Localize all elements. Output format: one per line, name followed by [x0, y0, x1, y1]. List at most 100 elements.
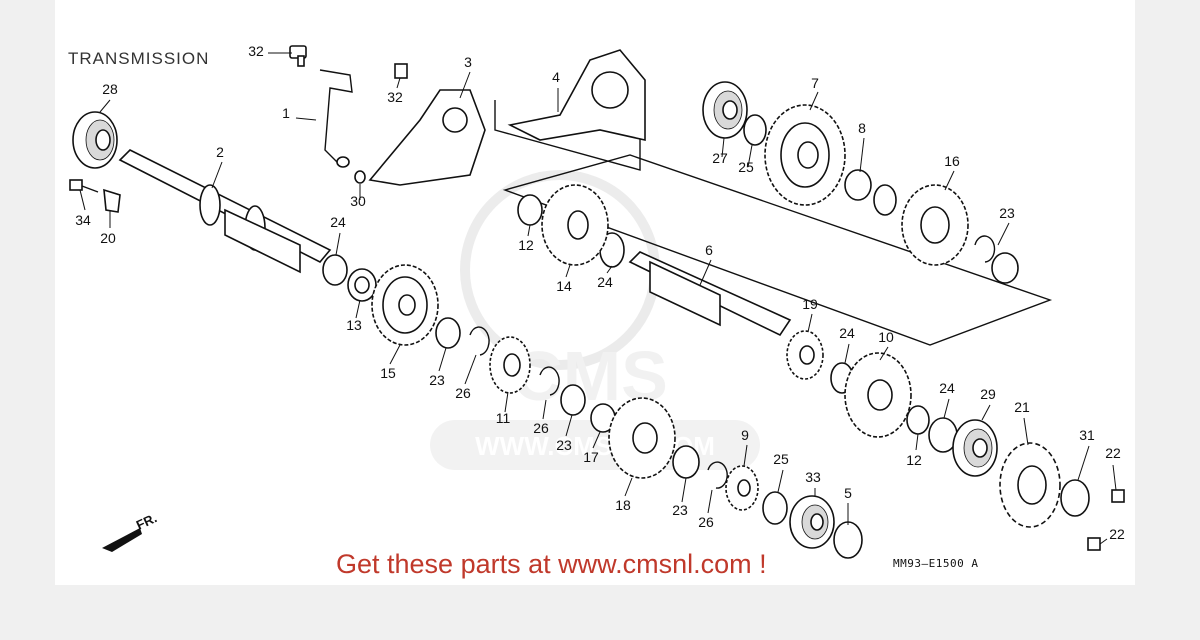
part-number-1: 1: [282, 105, 290, 121]
leader-line-25: [777, 469, 784, 493]
part-number-30: 30: [350, 193, 366, 209]
circlip-26-d: [707, 461, 728, 489]
leader-line-7: [809, 91, 819, 111]
part-number-4: 4: [552, 69, 560, 85]
bearing-28: [72, 111, 118, 169]
part-number-24: 24: [939, 380, 955, 396]
part-number-20: 20: [100, 230, 116, 246]
leader-line-23: [565, 414, 573, 437]
part-number-33: 33: [805, 469, 821, 485]
gear-19: [786, 330, 824, 380]
leader-line-29: [981, 404, 991, 421]
part-number-29: 29: [980, 386, 996, 402]
part-number-5: 5: [844, 485, 852, 501]
part-number-28: 28: [102, 81, 118, 97]
leader-line-19: [807, 313, 813, 333]
part-number-6: 6: [705, 242, 713, 258]
part-number-22: 22: [1105, 445, 1121, 461]
bolt-32-second: [394, 63, 408, 79]
part-number-24: 24: [330, 214, 346, 230]
part-number-23: 23: [429, 372, 445, 388]
leader-line-17: [592, 431, 601, 449]
gear-10: [844, 352, 912, 438]
mainshaft: [118, 149, 332, 274]
gear-15: [371, 264, 439, 346]
part-number-31: 31: [1079, 427, 1095, 443]
part-number-18: 18: [615, 497, 631, 513]
assembly-outline: [502, 154, 1053, 346]
diagram-title: TRANSMISSION: [68, 49, 210, 68]
part-number-10: 10: [878, 329, 894, 345]
leader-line-26: [707, 489, 713, 514]
leader-line-23: [438, 347, 447, 372]
leader-line-26: [464, 354, 477, 385]
leader-line-24: [335, 232, 341, 256]
front-arrow: [102, 528, 142, 552]
leader-line-27: [721, 137, 725, 158]
lockwasher-23-b: [435, 317, 461, 349]
part-number-16: 16: [944, 153, 960, 169]
leader-line-9: [743, 444, 748, 467]
part-number-7: 7: [811, 75, 819, 91]
gear-16: [901, 184, 969, 266]
part-number-19: 19: [802, 296, 818, 312]
circlip-26-c: [539, 366, 560, 396]
part-number-26: 26: [533, 420, 549, 436]
countershaft: [628, 251, 792, 337]
leader-line-11: [504, 391, 509, 413]
leader-line-18: [624, 477, 633, 497]
bolt-32-top: [289, 45, 307, 67]
bolt-34: [69, 179, 99, 193]
gear-9: [725, 465, 759, 511]
diagram-code: MM93–E1500 A: [893, 557, 979, 570]
leader-line-16: [944, 170, 955, 191]
leader-line-13: [355, 299, 361, 319]
part-number-25: 25: [738, 159, 754, 175]
washer-25-b: [873, 184, 897, 216]
part-number-34: 34: [75, 212, 91, 228]
bottom-margin: [0, 585, 1200, 640]
lockwasher-23-c: [560, 384, 586, 416]
leader-line-24: [943, 398, 950, 419]
part-number-12: 12: [518, 237, 534, 253]
part-number-24: 24: [839, 325, 855, 341]
part-number-23: 23: [999, 205, 1015, 221]
part-number-14: 14: [556, 278, 572, 294]
bracket-1: [319, 69, 353, 166]
bearing-29: [952, 419, 998, 477]
part-number-17: 17: [583, 449, 599, 465]
washer-24-a: [322, 254, 348, 286]
washer-25-a: [743, 114, 767, 146]
lockwasher-23-a: [991, 252, 1019, 284]
leader-line-22: [1112, 464, 1117, 491]
leader-line-8: [859, 137, 865, 173]
bearing-33: [789, 495, 835, 549]
part-number-9: 9: [741, 427, 749, 443]
part-number-3: 3: [464, 54, 472, 70]
leader-line-28: [99, 99, 111, 113]
plate-20: [103, 188, 121, 213]
gear-7: [764, 104, 846, 206]
leader-line-34: [79, 189, 86, 211]
leader-line-1: [295, 117, 317, 121]
cover-outline: [494, 100, 641, 171]
part-number-23: 23: [672, 502, 688, 518]
leader-line-3: [459, 71, 471, 99]
promo-text[interactable]: Get these parts at www.cmsnl.com !: [336, 549, 767, 579]
leader-line-23: [681, 477, 687, 503]
bearing-27: [702, 81, 748, 139]
needle-bearing-13: [347, 268, 377, 302]
part-number-23: 23: [556, 437, 572, 453]
leader-line-24: [844, 343, 850, 364]
leader-line-26: [542, 399, 547, 420]
leader-line-15: [389, 344, 401, 365]
leader-line-32: [396, 77, 401, 89]
leader-line-12: [527, 224, 531, 237]
bushing-8: [844, 169, 872, 201]
part-number-11: 11: [496, 410, 511, 426]
leader-line-23: [997, 222, 1010, 246]
leader-line-10: [879, 346, 889, 361]
part-number-22: 22: [1109, 526, 1125, 542]
